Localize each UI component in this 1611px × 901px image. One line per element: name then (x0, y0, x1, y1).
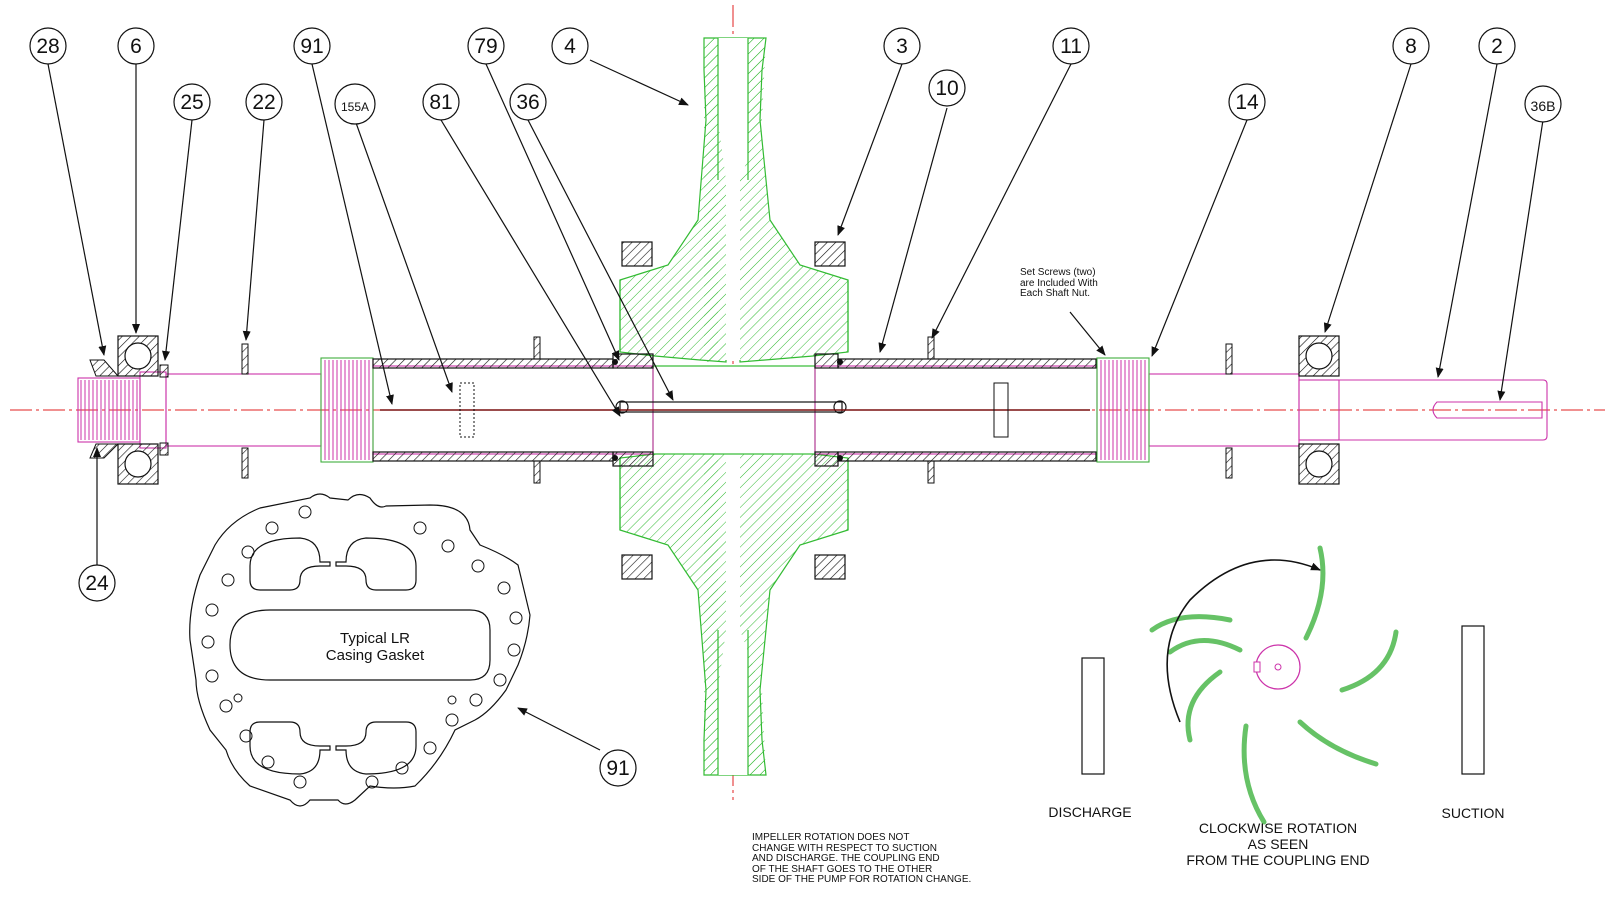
balloon-b14: 14 (1228, 83, 1266, 121)
suction-label: SUCTION (1441, 805, 1505, 821)
balloon-circle (509, 83, 547, 121)
balloon-number: 36B (1531, 98, 1556, 114)
balloon-b25: 25 (173, 83, 211, 121)
deflectors (241, 336, 1233, 484)
balloon-b11: 11 (1052, 27, 1090, 65)
balloon-circle (1524, 85, 1562, 123)
balloon-circle (334, 83, 376, 125)
balloon-number: 10 (935, 77, 958, 100)
balloon-circle (117, 27, 155, 65)
shaft-sleeves (372, 353, 1097, 467)
balloon-number: 28 (36, 35, 59, 58)
balloon-b91g: 91 (599, 749, 637, 787)
balloon-number: 25 (180, 91, 203, 114)
balloon-b2: 2 (1478, 27, 1516, 65)
balloon-b36: 36 (509, 83, 547, 121)
balloon-number: 79 (474, 35, 497, 58)
balloon-number: 8 (1405, 35, 1417, 58)
balloon-b10: 10 (928, 69, 966, 107)
rotation-diagram (1081, 545, 1485, 825)
bearing-left (117, 335, 159, 485)
balloon-b4: 4 (551, 27, 589, 65)
balloon-circle (78, 564, 116, 602)
balloon-circle (599, 749, 637, 787)
gasket-label: Typical LR Casing Gasket (325, 630, 425, 665)
casing-rings (621, 241, 846, 580)
o-rings (612, 359, 843, 461)
leader-lines (47, 59, 1544, 751)
balloon-number: 4 (564, 35, 576, 58)
discharge-label: DISCHARGE (1048, 804, 1132, 820)
balloon-circle (1228, 83, 1266, 121)
balloon-number: 24 (85, 572, 109, 595)
balloon-circle (422, 83, 460, 121)
impeller-blades (1149, 545, 1399, 825)
balloon-circle (293, 27, 331, 65)
impeller-bore (1255, 644, 1301, 690)
balloon-number: 91 (606, 757, 629, 780)
balloon-circle (1392, 27, 1430, 65)
balloon-b79: 79 (467, 27, 505, 65)
rotation-label: CLOCKWISE ROTATION AS SEEN FROM THE COUP… (1186, 820, 1370, 869)
bearing-right (1298, 335, 1340, 485)
balloon-number: 81 (429, 91, 452, 114)
discharge-port (1081, 657, 1105, 775)
balloon-number: 155A (341, 100, 369, 114)
sleeve-key-left (459, 382, 475, 438)
balloon-b8: 8 (1392, 27, 1430, 65)
balloon-b91: 91 (293, 27, 331, 65)
balloon-circle (173, 83, 211, 121)
balloon-circle (928, 69, 966, 107)
balloon-number: 36 (516, 91, 539, 114)
casing-gasket (189, 493, 531, 807)
balloon-b6: 6 (117, 27, 155, 65)
set-screws-note: Set Screws (two) are Included With Each … (1020, 267, 1098, 299)
balloon-circle (29, 27, 67, 65)
balloon-circle (1478, 27, 1516, 65)
balloon-b81: 81 (422, 83, 460, 121)
balloon-b155a: 155A (334, 83, 376, 125)
balloon-number: 14 (1235, 91, 1259, 114)
balloon-callouts: 28 6 25 22 91 155A 81 79 36 4 3 10 11 14 8 2 36B 24 91 (29, 27, 1562, 787)
balloon-circle (551, 27, 589, 65)
balloon-number: 6 (130, 35, 142, 58)
balloon-number: 91 (300, 35, 323, 58)
impeller-casing (619, 37, 849, 776)
balloon-b36b: 36B (1524, 85, 1562, 123)
balloon-b28: 28 (29, 27, 67, 65)
impeller-rotation-note: IMPELLER ROTATION DOES NOT CHANGE WITH R… (752, 832, 972, 885)
balloon-circle (1052, 27, 1090, 65)
balloon-b24: 24 (78, 564, 116, 602)
suction-port (1461, 625, 1485, 775)
rotation-arrow (1166, 559, 1321, 723)
sleeve-key-right (993, 382, 1009, 438)
shaft-nuts (320, 357, 1150, 463)
left-thread (80, 380, 138, 440)
balloon-circle (245, 83, 283, 121)
balloon-number: 11 (1060, 35, 1082, 58)
balloon-b3: 3 (883, 27, 921, 65)
balloon-number: 3 (896, 35, 908, 58)
balloon-circle (467, 27, 505, 65)
left-shaft-nut-thread (322, 360, 372, 460)
balloon-circle (883, 27, 921, 65)
balloon-number: 2 (1491, 35, 1503, 58)
balloon-number: 22 (252, 91, 275, 114)
balloon-b22: 22 (245, 83, 283, 121)
right-shaft-nut-thread (1098, 360, 1148, 460)
